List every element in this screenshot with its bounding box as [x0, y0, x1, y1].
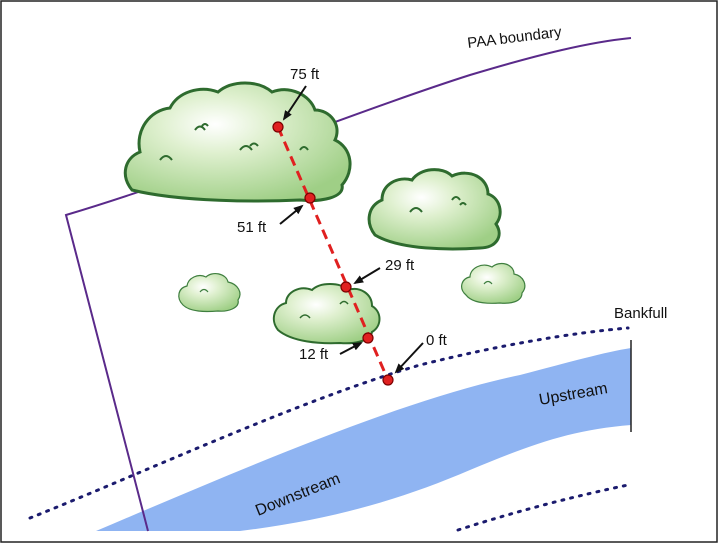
distance-label-12: 12 ft [299, 346, 329, 363]
arrow-29 [353, 267, 381, 285]
shrub-large [123, 81, 352, 203]
sample-point-0 [382, 374, 394, 386]
shrub-small-right [461, 262, 526, 304]
shrub-small-left [178, 272, 241, 313]
arrow-75 [282, 85, 307, 121]
distance-label-51: 51 ft [237, 219, 267, 236]
arrow-51 [279, 204, 304, 225]
bankfull-label: Bankfull [614, 305, 667, 322]
arrow-0 [394, 342, 424, 374]
distance-label-75: 75 ft [290, 66, 320, 83]
distance-label-29: 29 ft [385, 257, 415, 274]
sample-point-51 [304, 192, 316, 204]
distance-label-0: 0 ft [426, 332, 448, 349]
bankfull-line [28, 326, 630, 520]
stream-channel [96, 348, 631, 531]
arrow-12 [339, 342, 363, 355]
shrub-middle [272, 283, 381, 345]
shrub-right [367, 168, 502, 251]
sample-point-29 [340, 281, 352, 293]
sample-point-12 [362, 332, 374, 344]
sample-point-75 [272, 121, 284, 133]
